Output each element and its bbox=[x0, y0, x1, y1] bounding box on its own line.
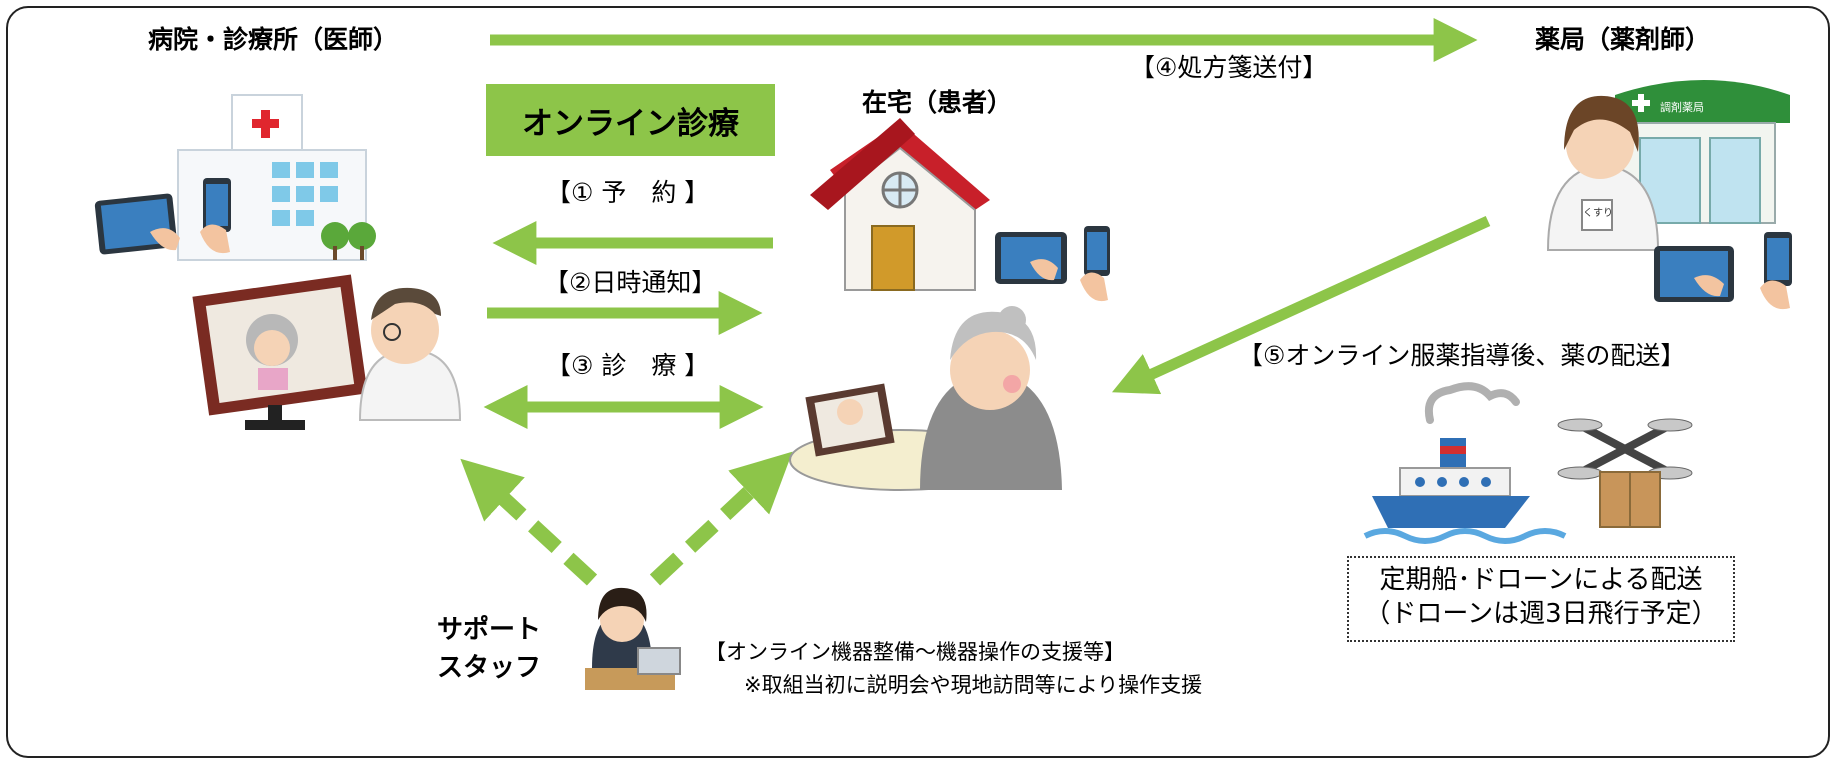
support-note-line1: 【オンライン機器整備～機器操作の支援等】 bbox=[705, 640, 1125, 664]
pharmacist-icon bbox=[1546, 95, 1660, 251]
medicine-bag-text: くすり bbox=[1583, 208, 1613, 219]
arrow-support-patient bbox=[649, 451, 793, 586]
support-staff-label-line1: サポート bbox=[437, 615, 542, 645]
smartphone-icon bbox=[200, 178, 231, 254]
delivery-note-line1: 定期船･ドローンによる配送 bbox=[1379, 565, 1703, 595]
tablet-icon bbox=[94, 193, 180, 255]
pharmacy-sign-text: 調剤薬局 bbox=[1660, 101, 1704, 114]
smartphone-icon bbox=[1080, 226, 1110, 302]
house-icon bbox=[810, 118, 990, 291]
arrow-medicine-delivery bbox=[1111, 215, 1491, 395]
delivery-note-box: 定期船･ドローンによる配送 （ドローンは週3日飛行予定） bbox=[1347, 556, 1735, 642]
step4-prescription-label: 【④処方箋送付】 bbox=[1130, 53, 1328, 82]
doctor-at-monitor-icon bbox=[192, 274, 462, 430]
step5-delivery-label: 【⑤オンライン服薬指導後、薬の配送】 bbox=[1238, 341, 1686, 370]
pharmacy-label: 薬局（薬剤師） bbox=[1535, 25, 1711, 54]
drone-icon bbox=[1557, 418, 1693, 528]
tablet-icon bbox=[995, 232, 1067, 284]
ship-icon bbox=[1363, 382, 1567, 544]
diagram-frame bbox=[6, 6, 1830, 758]
hospital-label: 病院・診療所（医師） bbox=[148, 25, 399, 54]
elderly-patient-with-laptop-icon bbox=[789, 306, 1062, 491]
smartphone-icon bbox=[1760, 232, 1792, 310]
support-note-line2: ※取組当初に説明会や現地訪問等により操作支援 bbox=[744, 673, 1203, 697]
support-staff-laptop-icon bbox=[585, 587, 681, 690]
step3-consultation-label: 【③ 診 療 】 bbox=[546, 351, 710, 380]
step2-datetime-label: 【②日時通知】 bbox=[544, 268, 717, 297]
online-consultation-badge: オンライン診療 bbox=[486, 84, 775, 156]
tablet-icon bbox=[1654, 246, 1734, 302]
home-label: 在宅（患者） bbox=[862, 88, 1013, 117]
step1-reservation-label: 【① 予 約 】 bbox=[546, 178, 710, 207]
delivery-note-line2: （ドローンは週3日飛行予定） bbox=[1364, 598, 1718, 629]
arrow-support-doctor bbox=[460, 458, 598, 586]
support-staff-label-line2: スタッフ bbox=[437, 653, 542, 683]
